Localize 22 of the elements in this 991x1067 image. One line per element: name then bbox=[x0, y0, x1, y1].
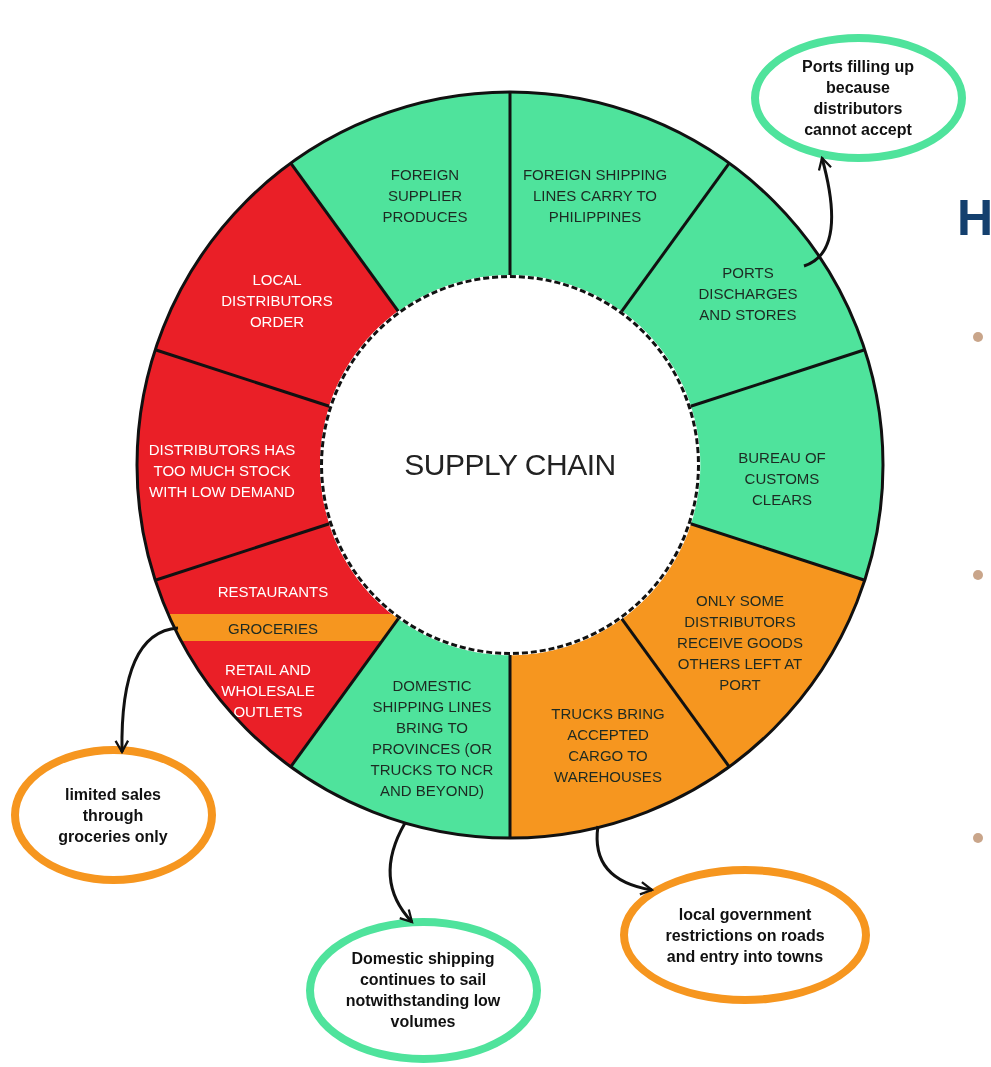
segment-label: RETAIL AND WHOLESALE OUTLETS bbox=[220, 659, 316, 722]
segment-label: FOREIGN SHIPPING LINES CARRY TO PHILIPPINES bbox=[521, 164, 669, 227]
center-title: SUPPLY CHAIN bbox=[404, 448, 616, 482]
segment-label: RESTAURANTS bbox=[216, 581, 330, 602]
curved-arrow bbox=[114, 626, 179, 754]
segment-label: LOCAL DISTRIBUTORS ORDER bbox=[220, 269, 334, 332]
segment-label: GROCERIES bbox=[226, 618, 319, 639]
curved-arrow bbox=[803, 156, 834, 268]
segment-label: BUREAU OF CUSTOMS CLEARS bbox=[737, 447, 827, 510]
segment-label: FOREIGN SUPPLIER PRODUCES bbox=[381, 164, 469, 227]
curved-arrow bbox=[388, 822, 414, 924]
callout-text: Domestic shipping continues to sail notwithstanding low volumes bbox=[345, 949, 501, 1032]
callout-text: Ports filling up because distributors cannot accept bbox=[801, 57, 915, 140]
segment-label: TRUCKS BRING ACCEPTED CARGO TO WAREHOUSES bbox=[550, 704, 666, 787]
segment-label: ONLY SOME DISTRIBUTORS RECEIVE GOODS OTHERS LEFT AT PORT bbox=[676, 590, 804, 695]
segment-label: DOMESTIC SHIPPING LINES BRING TO PROVINCES (OR TRUCKS TO NCR AND BEYOND) bbox=[369, 676, 495, 801]
segment-label: DISTRIBUTORS HAS TOO MUCH STOCK WITH LOW DEMAND bbox=[147, 439, 297, 502]
curved-arrow bbox=[595, 825, 654, 896]
callout-text: limited sales through groceries only bbox=[57, 784, 169, 847]
callout-text: local government restrictions on roads and entry into towns bbox=[664, 904, 826, 967]
heading-letter: H bbox=[957, 190, 991, 246]
segment-label: PORTS DISCHARGES AND STORES bbox=[697, 262, 799, 325]
